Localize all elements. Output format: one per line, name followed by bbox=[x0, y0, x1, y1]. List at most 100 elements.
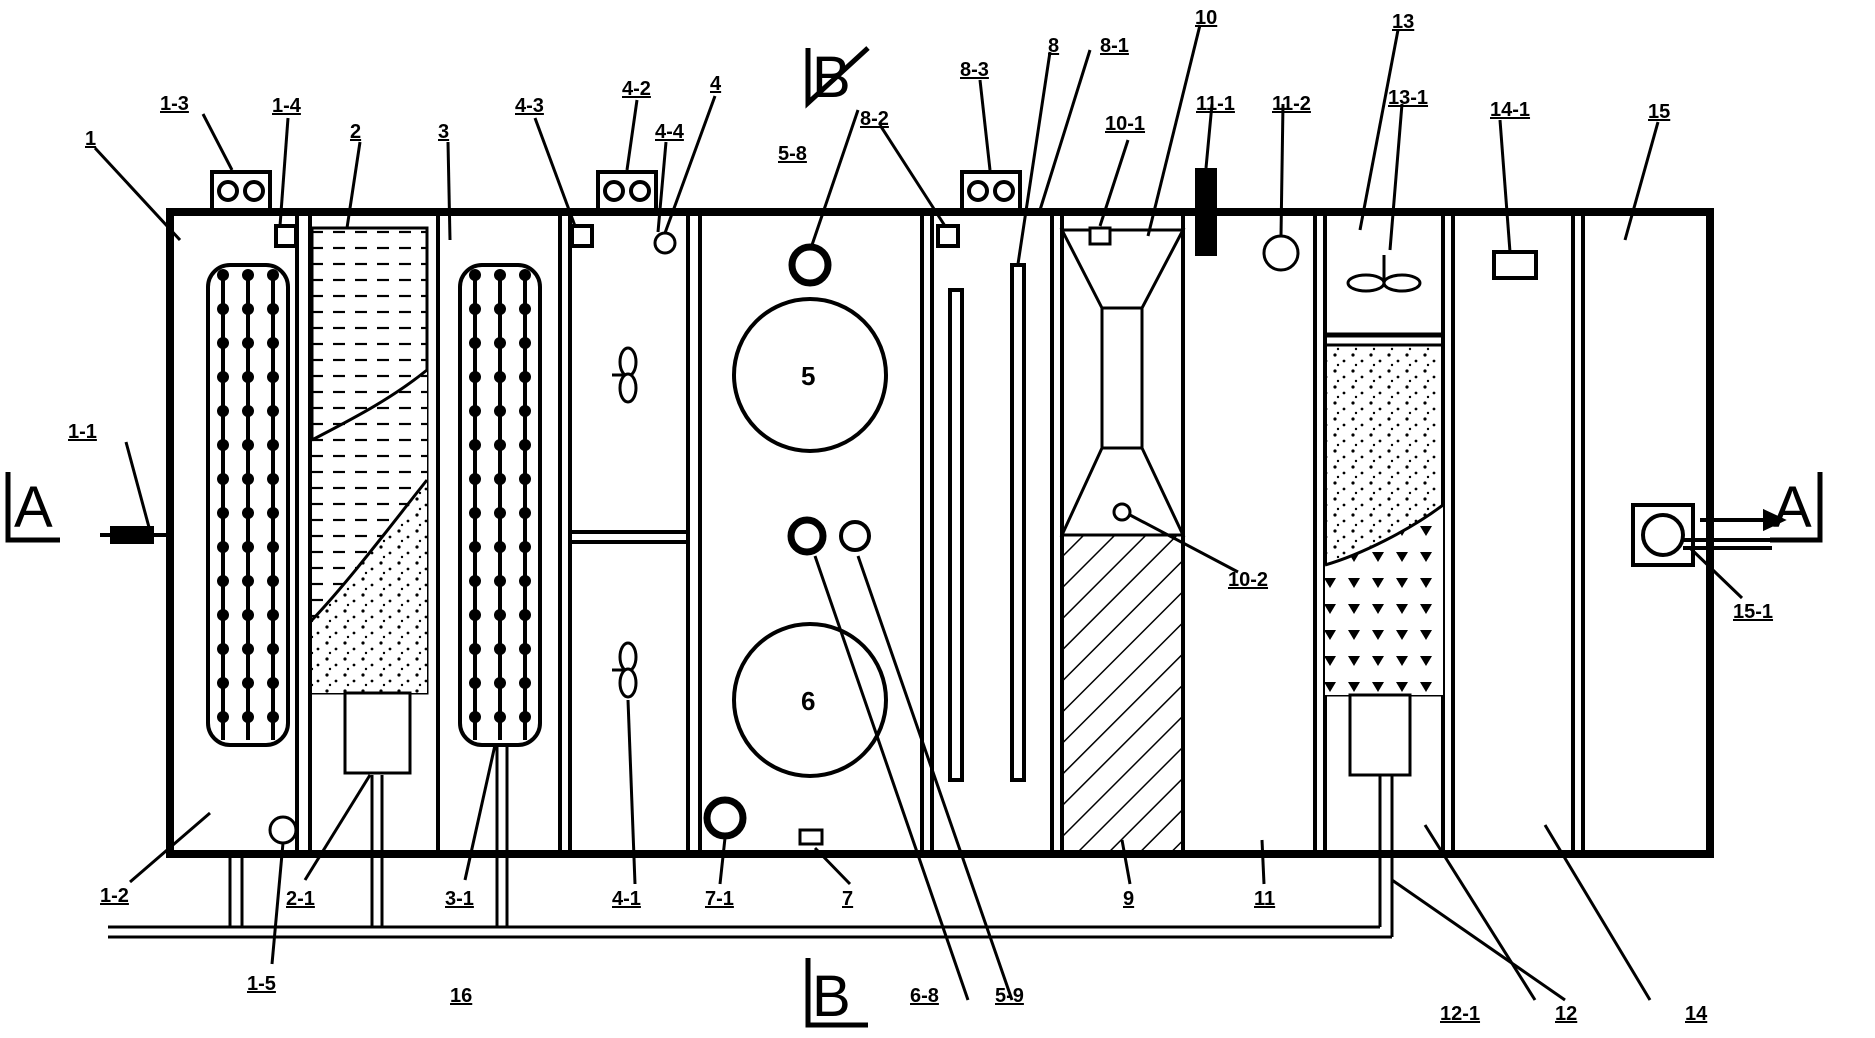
valve-11-1 bbox=[1195, 168, 1217, 256]
aeration-dot bbox=[242, 507, 254, 519]
aeration-dot bbox=[242, 609, 254, 621]
callout-12-1: 12-1 bbox=[1440, 1003, 1480, 1025]
callout-8-2: 8-2 bbox=[860, 108, 889, 130]
hopper-10 bbox=[1059, 226, 1186, 856]
aeration-dot bbox=[242, 677, 254, 689]
aeration-dot bbox=[519, 337, 531, 349]
aeration-dot bbox=[494, 303, 506, 315]
aeration-dot bbox=[267, 677, 279, 689]
aeration-dot bbox=[494, 371, 506, 383]
aeration-dot bbox=[494, 337, 506, 349]
callout-4-2: 4-2 bbox=[622, 78, 651, 100]
aeration-dot bbox=[519, 575, 531, 587]
aeration-dot bbox=[469, 303, 481, 315]
aeration-dot bbox=[494, 269, 506, 281]
aeration-dot bbox=[494, 405, 506, 417]
aeration-dot bbox=[217, 405, 229, 417]
aeration-dot bbox=[494, 609, 506, 621]
aeration-dot bbox=[519, 711, 531, 723]
aeration-dot bbox=[267, 371, 279, 383]
aeration-dot bbox=[469, 677, 481, 689]
aeration-dot bbox=[519, 643, 531, 655]
aeration-dot bbox=[469, 575, 481, 587]
aeration-dot bbox=[217, 473, 229, 485]
callout-6-8: 6-8 bbox=[910, 985, 939, 1007]
aeration-dot bbox=[242, 269, 254, 281]
aeration-dot bbox=[267, 609, 279, 621]
callout-4-3: 4-3 bbox=[515, 95, 544, 117]
aeration-dot bbox=[267, 575, 279, 587]
aeration-dot bbox=[519, 269, 531, 281]
aeration-dot bbox=[242, 439, 254, 451]
aeration-dot bbox=[267, 711, 279, 723]
aeration-dot bbox=[267, 303, 279, 315]
callout-15-1: 15-1 bbox=[1733, 601, 1773, 623]
callout-4-1: 4-1 bbox=[612, 888, 641, 910]
aeration-dot bbox=[267, 541, 279, 553]
callout-5-9: 5-9 bbox=[995, 985, 1024, 1007]
pipe-16 bbox=[108, 745, 1394, 939]
aeration-dot bbox=[242, 711, 254, 723]
callout-8-1: 8-1 bbox=[1100, 35, 1129, 57]
callout-1-3: 1-3 bbox=[160, 93, 189, 115]
aeration-dot bbox=[519, 371, 531, 383]
aeration-dot bbox=[217, 677, 229, 689]
callout-12: 12 bbox=[1555, 1003, 1577, 1025]
filter-column-13 bbox=[1323, 255, 1445, 777]
aeration-dot bbox=[494, 473, 506, 485]
aeration-dot bbox=[469, 609, 481, 621]
filter-media-2 bbox=[310, 226, 429, 775]
aeration-dot bbox=[494, 643, 506, 655]
leader-lines bbox=[93, 24, 1744, 1002]
callout-2: 2 bbox=[350, 121, 361, 143]
aeration-dot bbox=[267, 507, 279, 519]
aeration-dot bbox=[494, 439, 506, 451]
settling-plates-8 bbox=[948, 263, 1026, 782]
callout-7-1: 7-1 bbox=[705, 888, 734, 910]
callout-5-8: 5-8 bbox=[778, 143, 807, 165]
aeration-dot bbox=[494, 711, 506, 723]
aeration-dot bbox=[267, 473, 279, 485]
tank-number-6: 6 bbox=[801, 686, 815, 716]
section-label-a-right: A bbox=[1773, 475, 1812, 540]
callout-10-2: 10-2 bbox=[1228, 569, 1268, 591]
aeration-dot bbox=[242, 541, 254, 553]
aeration-dot bbox=[217, 609, 229, 621]
callout-14: 14 bbox=[1685, 1003, 1708, 1025]
aeration-dot bbox=[469, 507, 481, 519]
outlet-15-1 bbox=[1631, 503, 1787, 567]
callout-11-2: 11-2 bbox=[1272, 93, 1311, 115]
callout-4-4: 4-4 bbox=[655, 121, 685, 143]
aeration-dot bbox=[469, 643, 481, 655]
aeration-dot bbox=[217, 439, 229, 451]
mixer-icon bbox=[612, 346, 638, 699]
callout-13-1: 13-1 bbox=[1388, 87, 1428, 109]
callout-15: 15 bbox=[1648, 101, 1670, 123]
aeration-dot bbox=[469, 473, 481, 485]
aeration-dot bbox=[469, 337, 481, 349]
aeration-dot bbox=[217, 541, 229, 553]
section-label-b-top: B bbox=[812, 45, 851, 110]
callout-3-1: 3-1 bbox=[445, 888, 474, 910]
aeration-dot bbox=[242, 405, 254, 417]
aeration-dot bbox=[469, 269, 481, 281]
callout-1-4: 1-4 bbox=[272, 95, 302, 117]
aeration-dot bbox=[242, 575, 254, 587]
aeration-dot bbox=[267, 405, 279, 417]
callout-11: 11 bbox=[1254, 888, 1275, 910]
aeration-dot bbox=[267, 269, 279, 281]
callout-1-2: 1-2 bbox=[100, 885, 129, 907]
callout-9: 9 bbox=[1123, 888, 1134, 910]
inlet-1-1 bbox=[100, 526, 170, 544]
aeration-dot bbox=[494, 507, 506, 519]
aeration-dot bbox=[469, 371, 481, 383]
aeration-dot bbox=[519, 439, 531, 451]
aeration-dot bbox=[494, 575, 506, 587]
aeration-dot bbox=[519, 473, 531, 485]
aeration-dot bbox=[519, 609, 531, 621]
section-label-a-left: A bbox=[14, 475, 53, 540]
aeration-dot bbox=[217, 371, 229, 383]
aeration-dot bbox=[217, 337, 229, 349]
aeration-dot bbox=[242, 371, 254, 383]
callout-4: 4 bbox=[710, 73, 722, 95]
